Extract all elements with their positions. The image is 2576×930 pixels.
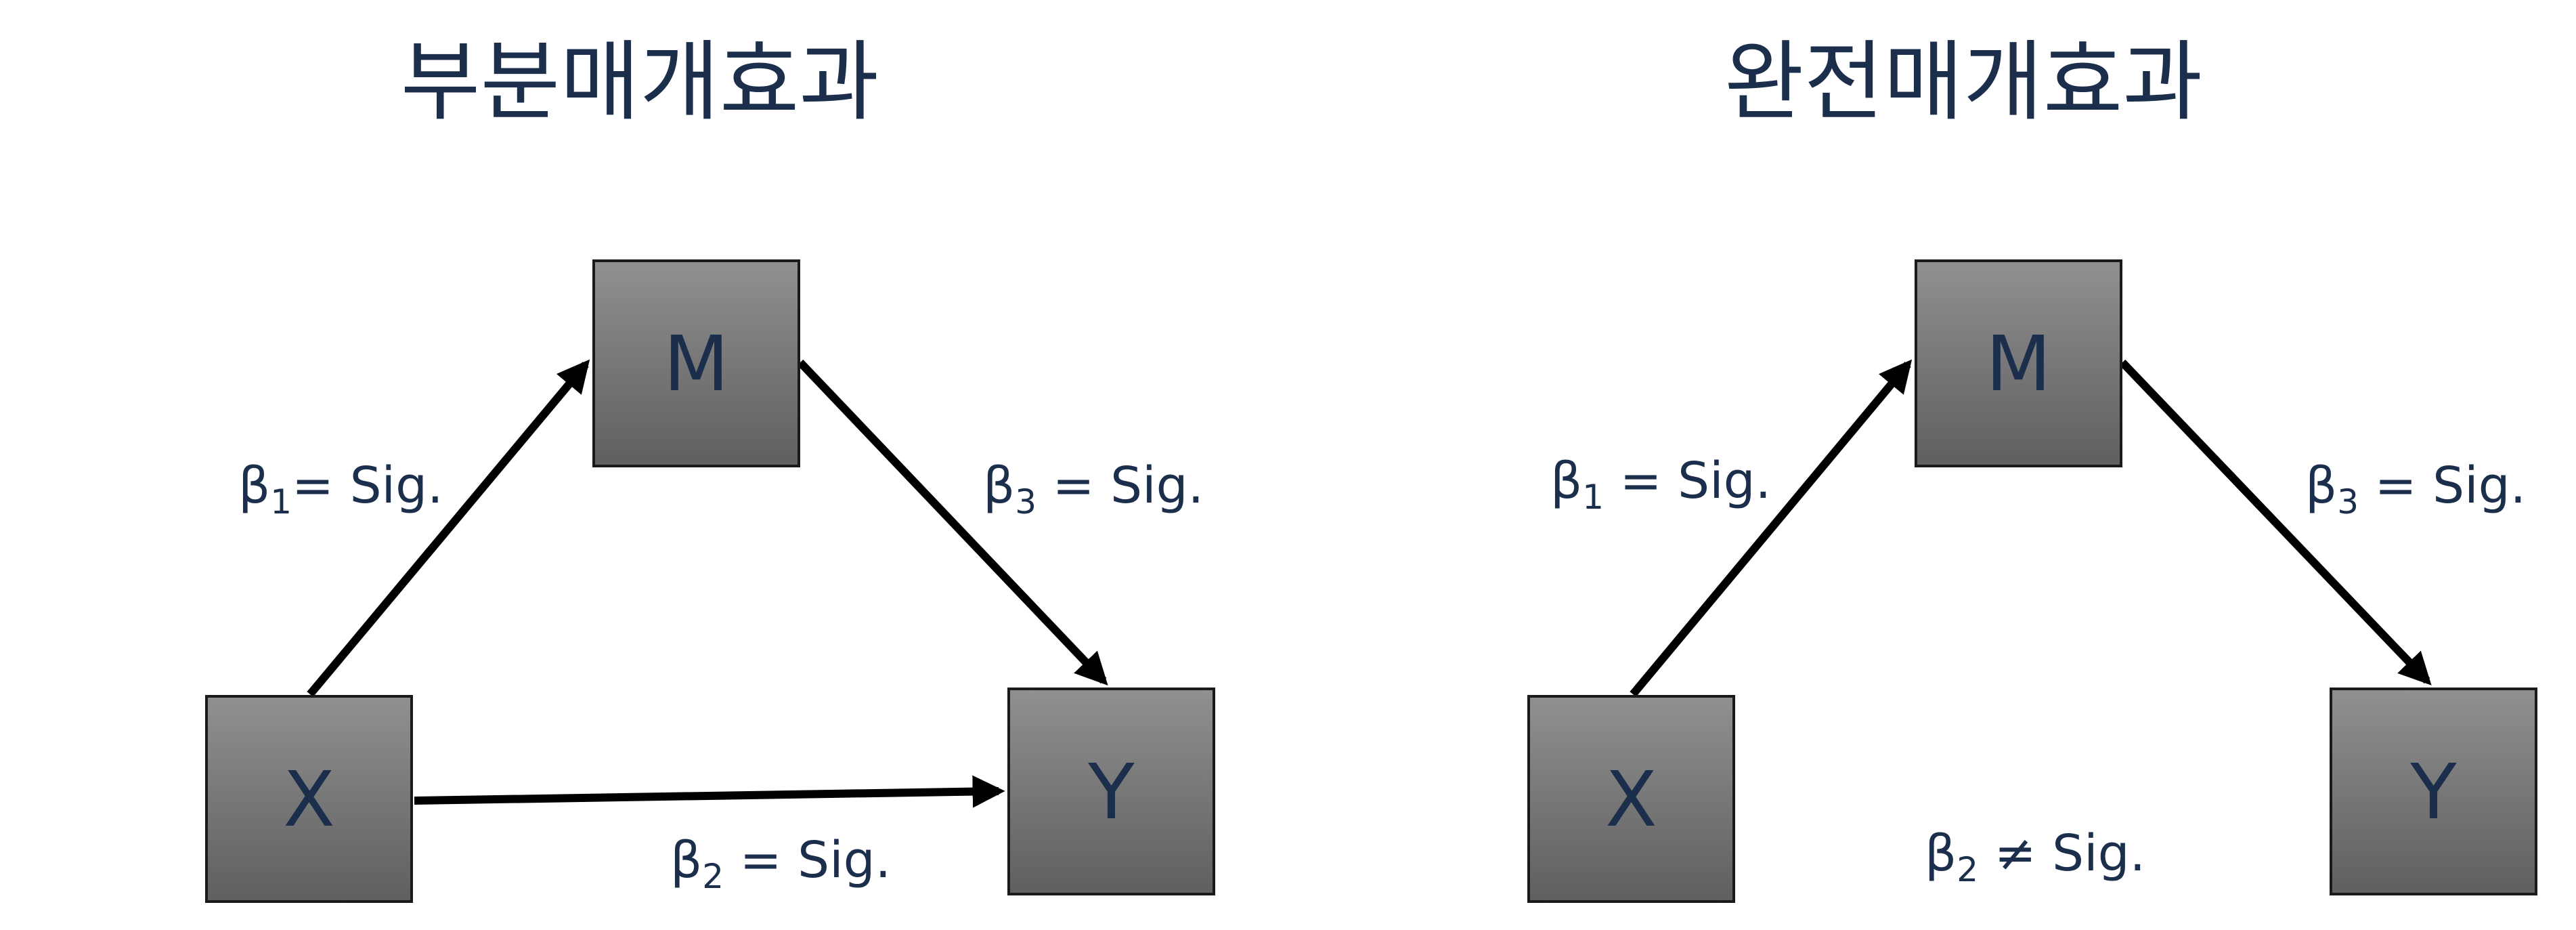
arrow-m-to-y bbox=[797, 359, 1108, 685]
node-m-box bbox=[592, 259, 800, 467]
panel-title: 부분매개효과 bbox=[401, 32, 879, 133]
node-m-label: M bbox=[1986, 320, 2051, 408]
panel-title: 완전매개효과 bbox=[1724, 32, 2203, 133]
node-m: M bbox=[1915, 259, 2122, 467]
node-x-label: X bbox=[1605, 756, 1657, 844]
node-m-label: M bbox=[663, 320, 729, 408]
path-label-beta3: β3 = Sig. bbox=[2305, 457, 2526, 522]
node-y-box bbox=[1007, 688, 1215, 895]
arrow-m-to-y bbox=[2119, 359, 2432, 685]
path-label-beta2: β2 ≠ Sig. bbox=[1925, 824, 2145, 889]
node-y-box bbox=[2330, 688, 2537, 895]
path-label-beta3: β3 = Sig. bbox=[983, 457, 1204, 522]
node-y: Y bbox=[1007, 688, 1215, 895]
path-label-beta1: β1 = Sig. bbox=[1550, 452, 1771, 517]
node-y-label: Y bbox=[1087, 748, 1135, 837]
node-y: Y bbox=[2330, 688, 2537, 895]
node-m-box bbox=[1915, 259, 2122, 467]
node-m: M bbox=[592, 259, 800, 467]
arrow-x-to-m bbox=[1630, 359, 1913, 697]
arrow-x-to-m bbox=[307, 359, 590, 697]
path-label-beta1: β1= Sig. bbox=[238, 457, 443, 522]
node-x-box bbox=[1527, 695, 1735, 903]
node-x-label: X bbox=[283, 756, 335, 844]
node-x: X bbox=[1527, 695, 1735, 903]
panel-partial-mediation: 부분매개효과 M X Y β1= Sig. β3 = Sig. β2 = Sig… bbox=[205, 32, 1215, 903]
arrow-x-to-y bbox=[414, 775, 1005, 808]
node-y-label: Y bbox=[2409, 748, 2457, 837]
panel-full-mediation: 완전매개효과 M X Y β1 = Sig. β3 = Sig. β2 ≠ Si… bbox=[1527, 32, 2537, 903]
path-label-beta2: β2 = Sig. bbox=[670, 831, 891, 896]
node-x-box bbox=[205, 695, 413, 903]
node-x: X bbox=[205, 695, 413, 903]
